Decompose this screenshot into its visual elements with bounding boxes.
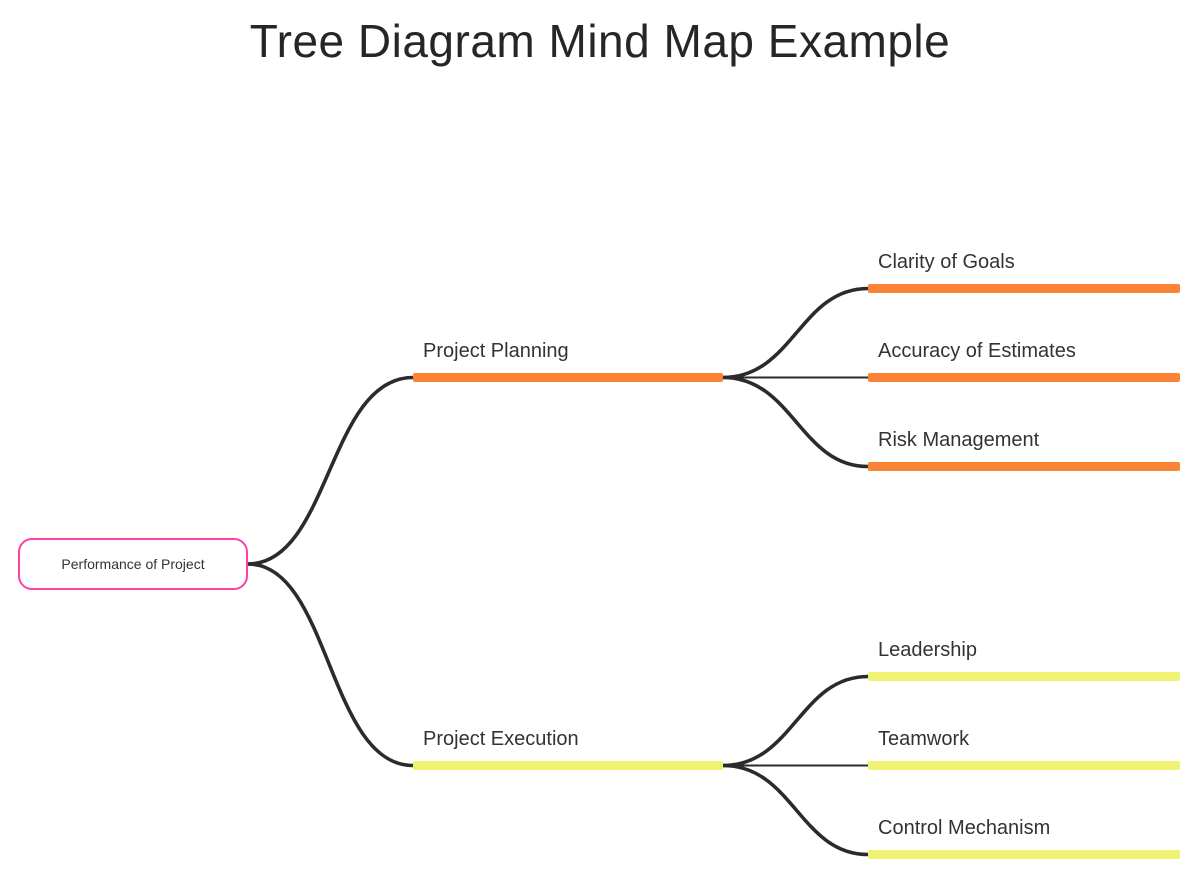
leaf-node-label: Leadership [878,639,977,661]
branch-node-label: Project Planning [423,340,569,362]
leaf-node-bar [868,761,1180,770]
root-node-performance-of-project[interactable]: Performance of Project [18,538,248,590]
leaf-node-label: Accuracy of Estimates [878,340,1076,362]
leaf-node-accuracy-of-estimates[interactable]: Accuracy of Estimates [868,340,1180,382]
leaf-node-label: Risk Management [878,429,1040,451]
diagram-title: Tree Diagram Mind Map Example [249,15,951,67]
link-root-to-execution [246,562,415,768]
link-execution-to-leadership [721,674,870,768]
leaf-node-label: Teamwork [878,728,970,750]
link-root-to-planning [246,375,415,566]
branch-node-bar [413,373,723,382]
link-planning-to-risk [721,375,870,469]
branch-node-label: Project Execution [423,728,579,750]
branch-node-project-planning[interactable]: Project Planning [413,340,723,382]
leaf-node-risk-management[interactable]: Risk Management [868,429,1180,471]
leaf-node-clarity-of-goals[interactable]: Clarity of Goals [868,251,1180,293]
root-node-label: Performance of Project [61,556,205,572]
leaf-node-bar [868,462,1180,471]
branch-node-bar [413,761,723,770]
link-planning-to-clarity [721,286,870,380]
leaf-node-bar [868,850,1180,859]
leaf-node-bar [868,284,1180,293]
leaf-node-control-mechanism[interactable]: Control Mechanism [868,817,1180,859]
leaf-node-bar [868,373,1180,382]
branch-node-project-execution[interactable]: Project Execution [413,728,723,770]
leaf-node-teamwork[interactable]: Teamwork [868,728,1180,770]
link-execution-to-control [721,763,870,857]
leaf-node-bar [868,672,1180,681]
leaf-node-label: Control Mechanism [878,817,1051,839]
leaf-node-label: Clarity of Goals [878,251,1015,273]
leaf-node-leadership[interactable]: Leadership [868,639,1180,681]
